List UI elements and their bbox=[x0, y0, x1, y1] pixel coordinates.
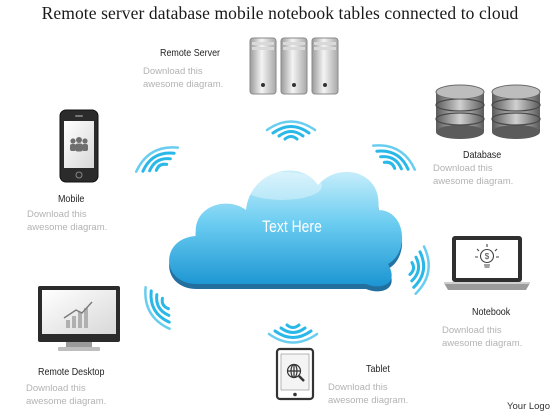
database-desc: Download this awesome diagram. bbox=[433, 163, 513, 188]
desc-line: awesome diagram. bbox=[26, 395, 107, 407]
cloud-text: Text Here bbox=[262, 217, 322, 236]
database-icon bbox=[435, 84, 541, 139]
mobile-desc: Download this awesome diagram. bbox=[27, 209, 107, 234]
remote-desktop-desc: Download this awesome diagram. bbox=[26, 383, 106, 408]
notebook-desc: Download this awesome diagram. bbox=[442, 325, 522, 350]
logo-text: Your Logo bbox=[507, 401, 550, 412]
desc-line: awesome diagram. bbox=[442, 337, 523, 349]
tablet-desc: Download this awesome diagram. bbox=[328, 382, 408, 407]
desc-line: Download this bbox=[442, 325, 502, 336]
mobile-phone-icon bbox=[59, 109, 99, 183]
desc-line: Download this bbox=[143, 66, 203, 77]
desktop-monitor-icon bbox=[38, 286, 120, 351]
page-title: Remote server database mobile notebook t… bbox=[41, 3, 519, 23]
server-rack-icon bbox=[249, 37, 339, 95]
desc-line: Download this bbox=[433, 163, 493, 174]
remote-desktop-label: Remote Desktop bbox=[38, 366, 105, 378]
tablet-label: Tablet bbox=[366, 363, 390, 375]
svg-text:$: $ bbox=[485, 252, 490, 261]
desc-line: awesome diagram. bbox=[433, 175, 514, 187]
mobile-label: Mobile bbox=[58, 193, 85, 205]
desc-line: Download this bbox=[26, 383, 86, 394]
signal-wave-icon bbox=[134, 120, 430, 344]
notebook-label: Notebook bbox=[472, 306, 511, 318]
cloud-shape bbox=[169, 170, 403, 292]
desc-line: Download this bbox=[27, 209, 87, 220]
desc-line: awesome diagram. bbox=[27, 221, 108, 233]
database-label: Database bbox=[463, 149, 502, 161]
desc-line: awesome diagram. bbox=[328, 394, 409, 406]
desc-line: awesome diagram. bbox=[143, 78, 224, 90]
remote-server-label: Remote Server bbox=[160, 47, 221, 59]
desc-line: Download this bbox=[328, 382, 388, 393]
laptop-icon: $ bbox=[444, 236, 530, 290]
remote-server-desc: Download this awesome diagram. bbox=[143, 66, 223, 91]
tablet-icon bbox=[275, 347, 315, 401]
